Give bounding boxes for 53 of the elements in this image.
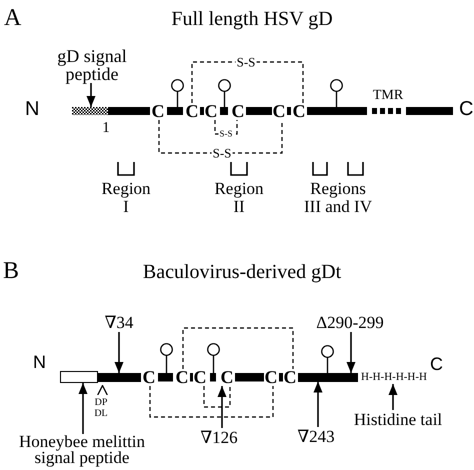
residue-label: C [284, 369, 296, 386]
terminus-label: N [25, 98, 40, 120]
region-label: Region II [214, 180, 264, 216]
callout-label: ∇34 [104, 313, 134, 332]
edge-label: S-S [236, 56, 256, 68]
region-label: Region I [101, 180, 151, 216]
sequence-label: H-H-H-H-H-H [361, 371, 427, 384]
arrow [78, 383, 88, 434]
dashed-connector [203, 386, 231, 408]
backbone-bar [298, 373, 358, 382]
dashed-connector [149, 386, 274, 418]
residue-label: C [292, 103, 306, 120]
callout-label: gD signal peptide [56, 47, 128, 83]
residue-label: DP DL [94, 397, 108, 419]
panel-title: Baculovirus-derived gDt [142, 261, 342, 283]
region-label: Regions III and IV [303, 180, 373, 216]
dashed-connector [191, 61, 304, 103]
panel-letter: B [3, 258, 20, 284]
residue-label: C [186, 103, 198, 120]
residue-label: C [176, 369, 188, 386]
residue-label: C [220, 369, 234, 386]
domain-label: TMR [372, 88, 404, 104]
dashed-connector [182, 327, 294, 369]
arrow [86, 83, 96, 107]
terminus-label: N [33, 352, 46, 372]
arrow [388, 384, 398, 410]
backbone-bar [98, 373, 141, 382]
arrow [314, 382, 322, 427]
residue-label: C [264, 369, 278, 386]
callout-label: Histidine tail [354, 410, 442, 429]
arrow [114, 332, 124, 373]
checkered-bar [72, 107, 108, 115]
arrow [218, 386, 226, 428]
dashed-connector [158, 120, 283, 154]
position-number: 1 [102, 120, 110, 136]
residue-label: C [152, 103, 164, 120]
residue-label: C [272, 103, 286, 120]
terminus-label: C [459, 98, 474, 120]
residue-label: C [194, 369, 206, 386]
arrow [346, 332, 356, 373]
edge-label: S-S [212, 146, 232, 160]
terminus-label: C [430, 354, 443, 374]
callout-label: ∇243 [297, 427, 335, 446]
edge-label: S-S [218, 130, 234, 138]
callout-label: Honeybee melittin signal peptide [18, 434, 146, 466]
callout-label: Δ290-299 [316, 313, 384, 332]
residue-label: C [142, 369, 156, 386]
panel-title: Full length HSV gD [171, 8, 333, 30]
residue-label: C [232, 103, 244, 120]
outlined-bar [60, 371, 98, 383]
residue-label: C [204, 103, 218, 120]
panel-letter: A [4, 5, 22, 31]
callout-label: ∇126 [200, 428, 238, 447]
